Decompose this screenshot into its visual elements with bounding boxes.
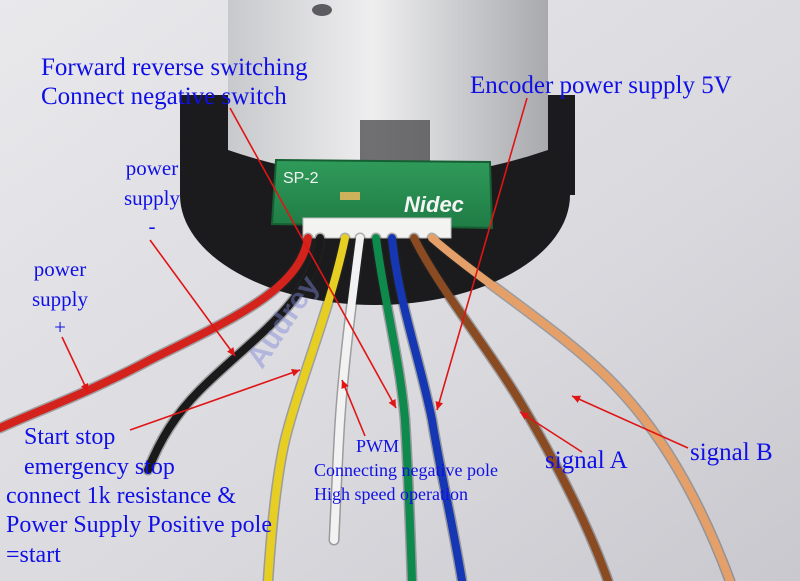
label-power-minus-3: -	[148, 214, 156, 238]
annotation-arrows	[61, 97, 689, 453]
yellow-wire	[264, 234, 349, 581]
arrow-signal-b	[571, 395, 689, 449]
arrow-power-minus	[149, 239, 236, 357]
label-power-minus-2: supply	[123, 186, 180, 210]
white-wire	[330, 234, 364, 544]
green-wire	[372, 234, 416, 581]
blue-wire	[388, 234, 466, 581]
label-forward-reverse-2: Connect negative switch	[41, 83, 287, 110]
orange-wire	[428, 234, 734, 581]
label-start-stop-4: Power Supply Positive pole	[6, 512, 273, 538]
label-pwm-3: High speed operation	[314, 484, 468, 504]
arrow-forward-reverse	[229, 107, 397, 409]
label-pwm-2: Connecting negative pole	[314, 460, 498, 480]
label-start-stop-2: emergency stop	[24, 454, 175, 480]
wire-bundle	[0, 232, 736, 581]
label-pwm-1: PWM	[356, 436, 400, 456]
label-signal-a: signal A	[545, 447, 628, 474]
arrow-power-plus	[61, 336, 89, 393]
label-power-minus-1: power	[125, 156, 179, 180]
encoder-board: SP-2 Nidec	[270, 158, 494, 239]
label-forward-reverse-1: Forward reverse switching	[41, 54, 308, 81]
arrow-pwm	[341, 379, 366, 437]
red-wire	[0, 234, 312, 432]
label-power-plus-2: supply	[31, 287, 88, 311]
label-power-plus-1: power	[33, 257, 87, 281]
label-power-plus-3: +	[54, 315, 66, 339]
board-silkscreen: SP-2	[283, 170, 319, 187]
arrow-start-stop	[129, 369, 301, 431]
brown-wire	[410, 234, 612, 581]
label-start-stop-3: connect 1k resistance &	[6, 483, 236, 509]
black-wire	[144, 234, 324, 474]
label-start-stop-1: Start stop	[24, 424, 116, 450]
label-encoder-power: Encoder power supply 5V	[470, 72, 732, 99]
label-start-stop-5: =start	[6, 542, 61, 568]
arrow-signal-a	[519, 411, 583, 453]
nidec-logo: Nidec	[404, 192, 464, 217]
label-signal-b: signal B	[690, 439, 773, 466]
arrow-encoder-power	[435, 97, 528, 411]
